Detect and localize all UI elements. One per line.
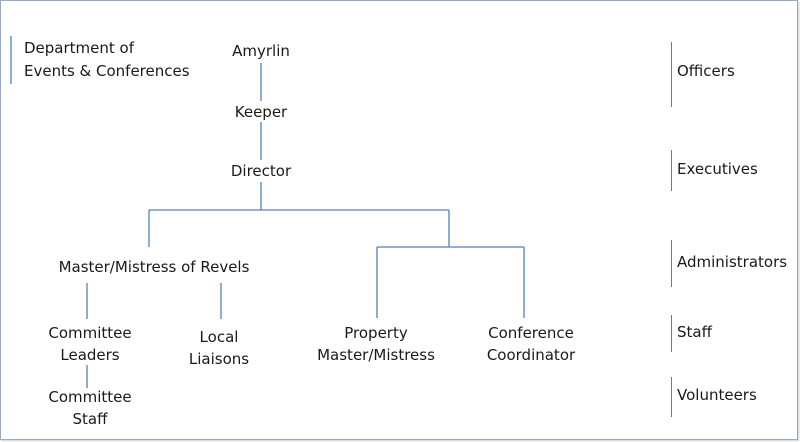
- node-committee-leaders-line2: Leaders: [60, 346, 120, 364]
- level-label-officers: Officers: [671, 42, 735, 107]
- node-local-liaisons-line2: Liaisons: [188, 350, 250, 368]
- node-local-liaisons-line1: Local: [199, 328, 239, 346]
- department-title-line1: Department of: [24, 39, 134, 57]
- level-label-volunteers: Volunteers: [671, 377, 757, 417]
- node-committee-staff-line2: Staff: [72, 410, 108, 428]
- node-property-line2: Master/Mistress: [317, 346, 435, 364]
- level-label-administrators: Administrators: [671, 240, 787, 287]
- node-property-line1: Property: [344, 324, 408, 342]
- node-keeper: Keeper: [234, 103, 288, 121]
- node-conference-coordinator-line1: Conference: [488, 324, 574, 342]
- node-master-mistress-of-revels: Master/Mistress of Revels: [58, 258, 250, 276]
- node-committee-leaders-line1: Committee: [48, 324, 132, 342]
- node-amyrlin: Amyrlin: [232, 42, 290, 60]
- department-title-line2: Events & Conferences: [24, 62, 190, 80]
- level-label-executives: Executives: [671, 150, 758, 191]
- level-label-staff: Staff: [671, 315, 712, 352]
- node-committee-staff-line1: Committee: [48, 388, 132, 406]
- node-conference-coordinator-line2: Coordinator: [486, 346, 576, 364]
- node-director: Director: [230, 162, 292, 180]
